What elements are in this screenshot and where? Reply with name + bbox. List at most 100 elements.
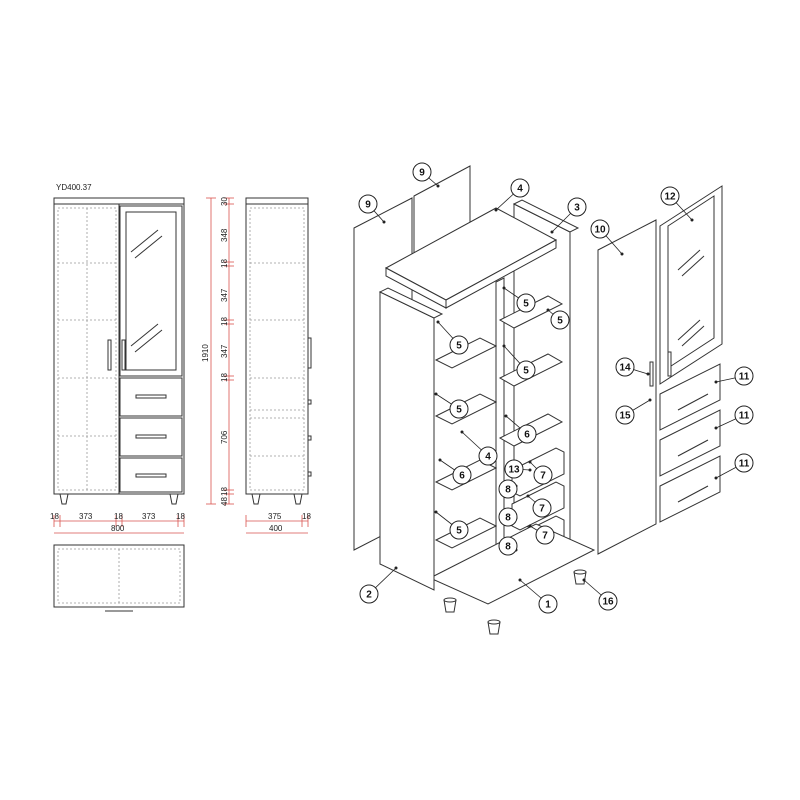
part-callout-p11b: 11 xyxy=(714,405,754,430)
leader-dot xyxy=(714,380,718,384)
leader-dot xyxy=(620,252,624,256)
leader-dot xyxy=(436,184,440,188)
leader-dot xyxy=(502,286,506,290)
part-callout-p9b: 9 xyxy=(412,162,440,188)
part-label-p5b: 5 xyxy=(456,341,462,352)
label-circle xyxy=(358,194,378,214)
part-callout-p4a: 4 xyxy=(494,178,530,212)
glass-door-handle xyxy=(667,351,672,377)
part-label-p11c: 11 xyxy=(739,459,750,470)
leader-dot xyxy=(546,308,550,312)
leader-dot xyxy=(646,372,650,376)
part-label-p3: 3 xyxy=(574,203,580,214)
side-view xyxy=(245,197,312,505)
part-callout-p7c: 7 xyxy=(528,524,555,545)
side-depth-dim-2: 18 xyxy=(302,512,311,521)
label-circle xyxy=(449,335,469,355)
label-circle xyxy=(615,357,635,377)
label-circle xyxy=(498,479,518,499)
label-circle xyxy=(452,465,472,485)
total-height: 1910 xyxy=(201,344,210,362)
label-circle xyxy=(535,525,555,545)
front-width-dim-3: 18 xyxy=(114,512,123,521)
front-drawer-2 xyxy=(119,417,183,457)
glass-pane xyxy=(125,211,177,371)
label-circle xyxy=(516,293,536,313)
height-dim-2: 348 xyxy=(220,228,229,242)
part-label-p4b: 4 xyxy=(485,452,491,463)
front-view xyxy=(53,197,185,505)
label-circle xyxy=(734,366,754,386)
part-callout-p12: 12 xyxy=(660,186,694,222)
part-callout-p10: 10 xyxy=(590,219,624,256)
label-circle xyxy=(598,591,618,611)
side-depth-dimensions: 375 18 400 xyxy=(245,512,311,534)
leader-dot xyxy=(434,392,438,396)
part-label-p2: 2 xyxy=(366,590,372,601)
part-label-p15: 15 xyxy=(619,411,631,422)
front-drawer-1 xyxy=(119,377,183,417)
drawer-front-3 xyxy=(659,455,721,523)
part-label-p16: 16 xyxy=(602,597,614,608)
part-callout-p5d: 5 xyxy=(434,392,469,419)
front-top-panel xyxy=(53,197,185,205)
part-label-p13: 13 xyxy=(508,465,520,476)
label-circle xyxy=(615,405,635,425)
part-label-p5a: 5 xyxy=(523,299,529,310)
model-code: YD400.37 xyxy=(56,183,92,192)
height-dim-4: 347 xyxy=(220,288,229,302)
part-callout-p4b: 4 xyxy=(460,430,498,466)
height-dim-9: 18 xyxy=(220,487,229,496)
part-label-p5f: 5 xyxy=(557,316,563,327)
part-label-p8a: 8 xyxy=(505,485,511,496)
label-circle xyxy=(517,424,537,444)
glass-door-frame xyxy=(119,205,183,377)
part-label-p12: 12 xyxy=(664,192,676,203)
part-callout-p7a: 7 xyxy=(528,460,553,485)
part-callout-p9a: 9 xyxy=(358,194,386,224)
part-label-p14: 14 xyxy=(619,363,631,374)
part-label-p5e: 5 xyxy=(456,526,462,537)
leader-dot xyxy=(436,320,440,324)
part-callout-p5f: 5 xyxy=(546,308,570,330)
front-drawer-3 xyxy=(119,457,183,493)
part-label-p1: 1 xyxy=(545,600,551,611)
part-callout-p11a: 11 xyxy=(714,366,754,386)
drawer-front-1 xyxy=(659,363,721,431)
leader-dot xyxy=(690,218,694,222)
leader-dot xyxy=(582,578,586,582)
leader-dot xyxy=(460,430,464,434)
label-circle xyxy=(532,498,552,518)
label-circle xyxy=(734,453,754,473)
part-label-p5c: 5 xyxy=(523,366,529,377)
leader-dot xyxy=(550,230,554,234)
part-callout-p5b: 5 xyxy=(436,320,469,355)
height-dim-1: 30 xyxy=(220,197,229,206)
part-callout-p15: 15 xyxy=(615,398,652,425)
label-circle xyxy=(504,459,524,479)
label-circle xyxy=(533,465,553,485)
part-callout-p5a: 5 xyxy=(502,286,536,313)
side-handle xyxy=(307,337,312,369)
side-depth-dim-1: 375 xyxy=(268,512,282,521)
leader-dot xyxy=(714,426,718,430)
label-circle xyxy=(590,219,610,239)
front-foot-left xyxy=(59,493,69,505)
label-circle xyxy=(538,594,558,614)
side-foot-right xyxy=(293,493,303,505)
label-circle xyxy=(516,360,536,380)
leader-dot xyxy=(714,476,718,480)
part-callout-p16: 16 xyxy=(582,578,618,611)
leader-dot xyxy=(502,344,506,348)
front-width-dim-2: 373 xyxy=(79,512,93,521)
part-callout-p2: 2 xyxy=(359,566,398,604)
part-label-p5d: 5 xyxy=(456,405,462,416)
front-width-dim-4: 373 xyxy=(142,512,156,521)
part-label-p11b: 11 xyxy=(739,411,750,422)
leader-dot xyxy=(528,468,532,472)
leader-dot xyxy=(494,208,498,212)
label-circle xyxy=(359,584,379,604)
part-label-p8c: 8 xyxy=(505,542,511,553)
label-circle xyxy=(412,162,432,182)
height-dimensions: 30 348 18 347 18 347 18 706 18 48 1910 xyxy=(201,197,234,506)
